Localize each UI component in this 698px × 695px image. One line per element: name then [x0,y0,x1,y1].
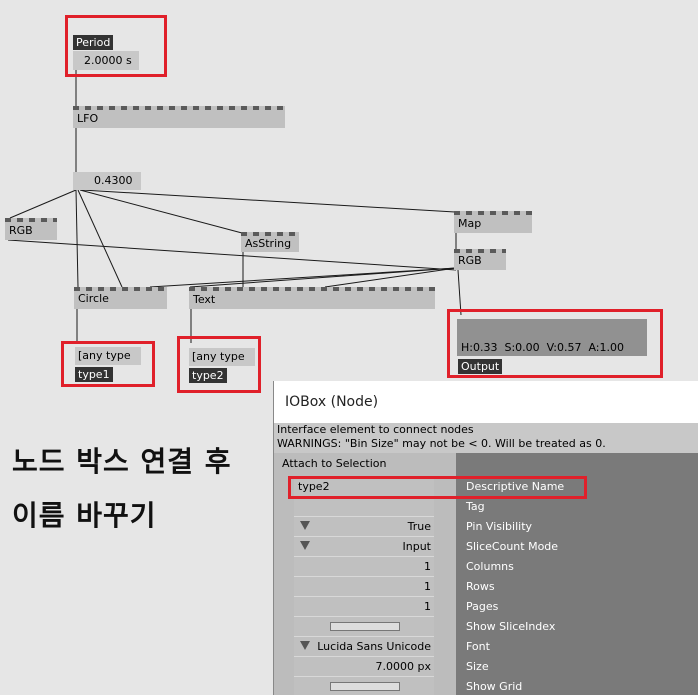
iobox-type1-name: type1 [75,367,113,382]
tag-value-cell[interactable] [294,497,434,517]
slicecount-mode-label: SliceCount Mode [456,537,698,557]
period-label: Period [73,35,114,50]
size-value-cell[interactable]: 7.0000 px [294,657,434,677]
highlight-descriptive-name [288,476,587,499]
size-value: 7.0000 px [375,660,431,673]
row-tag[interactable]: Tag [274,497,698,517]
show-sliceindex-toggle[interactable] [330,622,400,631]
lfo-output-value: 0.4300 [94,174,133,187]
map-label: Map [458,217,482,230]
period-value: 2.0000 s [84,54,132,67]
row-rows[interactable]: 1 Rows [274,577,698,597]
output-color-box[interactable]: H:0.33 S:0.00 V:0.57 A:1.00 [457,319,647,356]
map-node[interactable]: Map [454,211,532,233]
inspector-title: IOBox (Node) [285,394,379,410]
attach-to-selection[interactable]: Attach to Selection [282,457,387,470]
show-grid-value-cell[interactable] [294,677,434,695]
highlight-type1 [61,341,155,387]
rows-value-cell[interactable]: 1 [294,577,434,597]
descriptive-name-value: type2 [298,480,330,493]
show-grid-label: Show Grid [456,677,698,695]
text-label: Text [193,293,216,306]
font-value: Lucida Sans Unicode [317,640,431,653]
map-pins[interactable] [454,211,532,215]
highlight-period [65,15,167,77]
period-value-box[interactable]: 2.0000 s [73,51,139,70]
columns-value-cell[interactable]: 1 [294,557,434,577]
iobox-type2-name: type2 [189,368,227,383]
row-show-grid[interactable]: Show Grid [274,677,698,695]
rgb-left-label: RGB [9,224,33,237]
inspector-info-line1: Interface element to connect nodes [277,423,474,436]
lfo-input-pins[interactable] [73,106,285,110]
iobox-type1-value: [any type [78,349,131,362]
slicecount-mode-value-cell[interactable]: Input [294,537,434,557]
pin-visibility-value: True [407,520,431,533]
rgb-left-pins[interactable] [5,218,57,222]
output-color-value: H:0.33 S:0.00 V:0.57 A:1.00 [461,341,624,354]
rows-label: Rows [456,577,698,597]
slicecount-mode-value: Input [402,540,431,553]
row-columns[interactable]: 1 Columns [274,557,698,577]
circle-pins[interactable] [74,287,167,291]
dropdown-triangle-icon[interactable] [300,521,310,530]
font-value-cell[interactable]: Lucida Sans Unicode [294,637,434,657]
columns-label: Columns [456,557,698,577]
highlight-output [447,309,663,378]
inspector-info-line2: WARNINGS: "Bin Size" may not be < 0. Wil… [277,437,606,450]
rgb-node-right[interactable]: RGB [454,249,506,270]
inspector-right-header [456,453,698,477]
inspector-title-bar[interactable]: IOBox (Node) [274,381,698,423]
pages-value: 1 [424,600,431,613]
iobox-type1-value-box[interactable]: [any type [75,347,141,365]
inspector-info: Interface element to connect nodes WARNI… [274,423,698,453]
asstring-pins[interactable] [241,232,299,236]
row-pin-visibility[interactable]: True Pin Visibility [274,517,698,537]
inspector-window[interactable]: IOBox (Node) Interface element to connec… [273,381,698,695]
annotation-line1: 노드 박스 연결 후 [12,445,232,478]
descriptive-name-label: Descriptive Name [456,477,698,497]
text-node[interactable]: Text [189,287,435,309]
columns-value: 1 [424,560,431,573]
show-sliceindex-value-cell[interactable] [294,617,434,637]
row-show-sliceindex[interactable]: Show SliceIndex [274,617,698,637]
row-slicecount-mode[interactable]: Input SliceCount Mode [274,537,698,557]
lfo-output-box[interactable]: 0.4300 [73,172,141,190]
row-descriptive-name[interactable]: type2 Descriptive Name [274,477,698,497]
circle-node[interactable]: Circle [74,287,167,309]
row-pages[interactable]: 1 Pages [274,597,698,617]
show-grid-toggle[interactable] [330,682,400,691]
pages-value-cell[interactable]: 1 [294,597,434,617]
output-label: Output [458,359,503,374]
pin-visibility-label: Pin Visibility [456,517,698,537]
size-label: Size [456,657,698,677]
row-font[interactable]: Lucida Sans Unicode Font [274,637,698,657]
dropdown-triangle-icon[interactable] [300,641,310,650]
iobox-type2-value: [any type [192,350,245,363]
iobox-type2-value-box[interactable]: [any type [189,348,255,366]
dropdown-triangle-icon[interactable] [300,541,310,550]
pin-visibility-value-cell[interactable]: True [294,517,434,537]
rgb-right-label: RGB [458,254,482,267]
lfo-label: LFO [77,112,99,125]
rgb-right-pins[interactable] [454,249,506,253]
lfo-node[interactable]: LFO [73,106,285,128]
row-size[interactable]: 7.0000 px Size [274,657,698,677]
tag-label: Tag [456,497,698,517]
circle-label: Circle [78,292,109,305]
pages-label: Pages [456,597,698,617]
asstring-label: AsString [245,237,292,250]
rows-value: 1 [424,580,431,593]
annotation-line2: 이름 바꾸기 [12,499,157,532]
asstring-node[interactable]: AsString [241,232,299,252]
text-pins[interactable] [189,287,435,291]
font-label: Font [456,637,698,657]
show-sliceindex-label: Show SliceIndex [456,617,698,637]
highlight-type2 [177,336,261,393]
rgb-node-left[interactable]: RGB [5,218,57,240]
